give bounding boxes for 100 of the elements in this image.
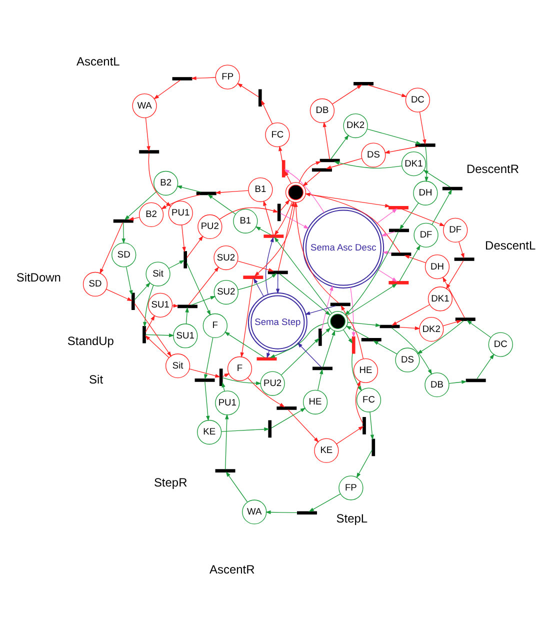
arrow	[189, 368, 221, 378]
node-bar	[277, 203, 281, 221]
label: DescentL	[485, 238, 536, 252]
arrow	[350, 286, 356, 338]
node-bar	[442, 186, 462, 190]
node-bar	[389, 228, 409, 232]
arrow	[255, 226, 272, 235]
node-circle: FC	[356, 387, 382, 412]
node-bar	[454, 257, 474, 260]
arrow	[279, 272, 331, 316]
arrow	[334, 160, 402, 168]
arrow	[265, 236, 274, 295]
node-bar	[243, 275, 264, 278]
arrow	[270, 322, 328, 358]
arrow	[176, 184, 202, 192]
arrow	[238, 272, 277, 290]
node-circle	[327, 310, 348, 332]
node-bar	[282, 160, 286, 177]
arrow	[278, 145, 283, 162]
arrow	[317, 368, 324, 390]
arrow	[160, 194, 200, 209]
label: StepL	[336, 510, 368, 525]
node-circle: WA	[242, 499, 267, 524]
node-circle: FP	[338, 475, 364, 500]
node-circle: SU2	[214, 279, 238, 304]
node-bar	[312, 366, 332, 370]
node-circle: DB	[424, 372, 450, 397]
node-circle: DH	[424, 254, 450, 279]
node-bar	[196, 191, 216, 195]
label: StepR	[154, 474, 188, 489]
arrow	[356, 449, 372, 478]
arrow	[122, 222, 126, 244]
node-circle: Sit	[165, 353, 190, 378]
arrow	[186, 235, 204, 258]
node-circle: HE	[302, 389, 328, 414]
arrow	[254, 202, 296, 276]
arrow	[224, 331, 265, 358]
arrow	[432, 188, 452, 224]
arrow	[271, 407, 306, 428]
node-bar	[258, 88, 262, 106]
node-circle: SD	[112, 242, 136, 267]
arrow	[376, 208, 398, 224]
node-circle: DK2	[419, 316, 444, 342]
arrow	[321, 327, 331, 336]
node-bar	[372, 438, 376, 456]
arrow	[346, 325, 370, 338]
arrow	[322, 330, 336, 367]
arrow	[284, 170, 292, 184]
arrow	[392, 304, 430, 326]
arrow	[399, 244, 420, 282]
arrow	[380, 230, 395, 236]
arrow	[288, 408, 319, 442]
arrow	[204, 380, 210, 421]
node-bar	[361, 338, 382, 341]
label: Sit	[89, 372, 104, 386]
arrow	[305, 193, 390, 208]
node-circle: FC	[265, 122, 290, 147]
arrow	[330, 134, 349, 159]
node-bar	[388, 280, 409, 284]
node-circle: SU1	[173, 323, 198, 348]
arrow	[446, 260, 464, 289]
arrow	[278, 200, 295, 271]
arrow	[134, 282, 151, 300]
node-bar	[318, 328, 322, 346]
arrow	[204, 336, 214, 380]
arrow	[346, 283, 398, 316]
node-bar	[131, 292, 135, 310]
arrow	[284, 168, 324, 212]
arrow	[221, 426, 270, 432]
arrow	[219, 206, 279, 220]
arrow	[377, 268, 398, 282]
node-bar	[391, 252, 412, 256]
arrow	[336, 426, 364, 444]
node-circle: B1	[233, 208, 258, 233]
arrow	[237, 82, 260, 97]
node-bar	[466, 378, 486, 382]
arrow	[128, 216, 140, 220]
arrow	[442, 276, 465, 318]
node-bar	[320, 158, 340, 162]
arrow	[416, 320, 464, 354]
arrow	[185, 306, 189, 324]
arrow	[124, 190, 158, 220]
arrow	[145, 314, 155, 332]
arrow	[419, 111, 426, 144]
arrow	[304, 304, 336, 314]
node-circle: DS	[361, 142, 386, 167]
arrow	[265, 510, 298, 514]
arrow	[266, 349, 270, 358]
node-bar	[256, 356, 277, 360]
node-circle: DH	[413, 180, 438, 205]
node-circle: DF	[443, 217, 468, 242]
arrow	[182, 224, 186, 252]
node-bar	[142, 325, 146, 343]
arrow	[106, 288, 133, 301]
arrow	[280, 198, 290, 210]
arrow	[298, 160, 322, 183]
node-circle: DK1	[401, 151, 426, 176]
node-circle: DC	[488, 332, 513, 356]
node-bar	[354, 81, 374, 85]
arrow	[476, 353, 494, 379]
